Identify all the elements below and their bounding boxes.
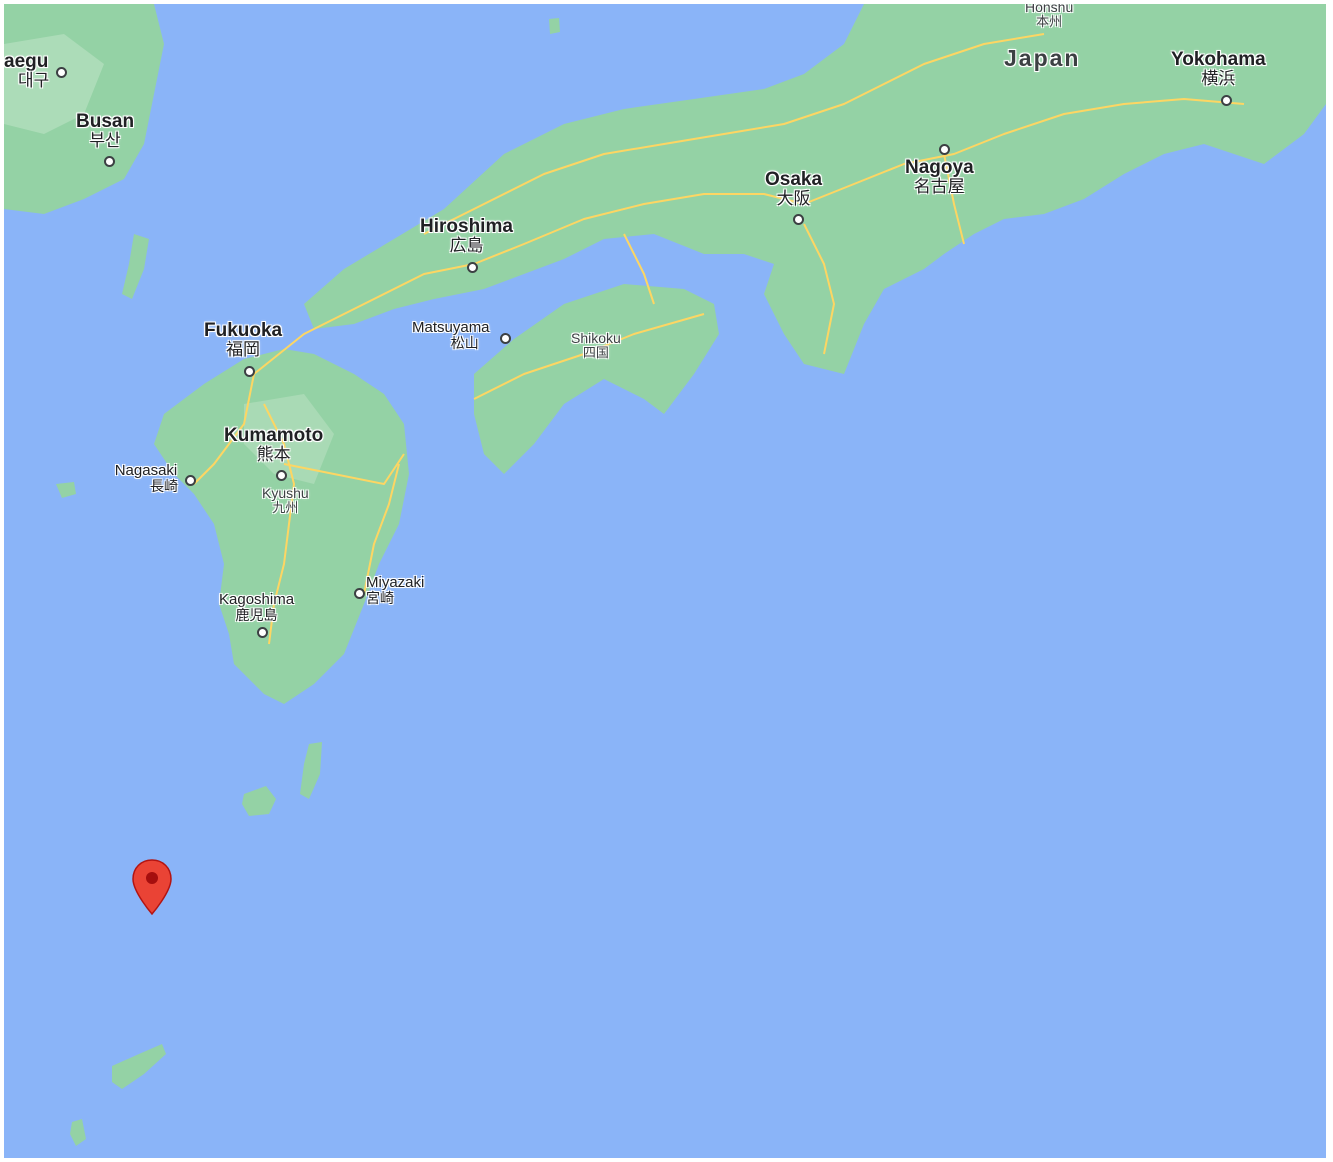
tsushima-island <box>122 234 149 299</box>
city-label-daegu[interactable]: aegu 대구 <box>4 51 50 90</box>
honshu-land <box>304 4 1326 374</box>
city-dot-nagoya <box>939 144 950 155</box>
city-dot-yokohama <box>1221 95 1232 106</box>
city-label-kumamoto[interactable]: Kumamoto 熊本 <box>224 425 324 464</box>
city-dot-matsuyama <box>500 333 511 344</box>
kyushu-land <box>154 349 409 704</box>
tanegashima-island <box>300 742 322 799</box>
city-label-busan[interactable]: Busan 부산 <box>76 111 135 150</box>
small-island <box>70 1119 86 1146</box>
city-label-yokohama[interactable]: Yokohama 横浜 <box>1171 49 1266 88</box>
map-pin-icon[interactable] <box>132 858 172 916</box>
city-label-miyazaki[interactable]: Miyazaki 宮崎 <box>366 574 425 606</box>
map-canvas[interactable]: aegu 대구 Busan 부산 Honshu 本州 Japan Yokoham… <box>4 4 1326 1158</box>
map-base-layer <box>4 4 1326 1158</box>
road-network <box>193 33 1245 645</box>
city-dot-fukuoka <box>244 366 255 377</box>
city-label-hiroshima[interactable]: Hiroshima 広島 <box>420 216 513 255</box>
region-label-shikoku[interactable]: Shikoku 四国 <box>571 330 621 360</box>
yakushima-island <box>242 786 276 816</box>
city-dot-busan <box>104 156 115 167</box>
city-dot-kagoshima <box>257 627 268 638</box>
city-label-nagasaki[interactable]: Nagasaki 長崎 <box>114 462 178 494</box>
country-label-japan[interactable]: Japan <box>1004 45 1081 71</box>
city-label-kagoshima[interactable]: Kagoshima 鹿児島 <box>219 591 295 623</box>
amami-island <box>112 1044 166 1089</box>
shikoku-land <box>474 284 719 474</box>
city-label-osaka[interactable]: Osaka 大阪 <box>765 169 823 208</box>
region-label-honshu[interactable]: Honshu 本州 <box>1025 4 1074 29</box>
region-label-kyushu[interactable]: Kyushu 九州 <box>262 485 309 515</box>
city-dot-daegu <box>56 67 67 78</box>
city-dot-nagasaki <box>185 475 196 486</box>
city-dot-miyazaki <box>354 588 365 599</box>
city-label-fukuoka[interactable]: Fukuoka 福岡 <box>204 320 283 359</box>
city-dot-hiroshima <box>467 262 478 273</box>
city-label-matsuyama[interactable]: Matsuyama 松山 <box>412 319 490 351</box>
city-dot-osaka <box>793 214 804 225</box>
city-dot-kumamoto <box>276 470 287 481</box>
city-label-nagoya[interactable]: Nagoya 名古屋 <box>905 157 974 196</box>
